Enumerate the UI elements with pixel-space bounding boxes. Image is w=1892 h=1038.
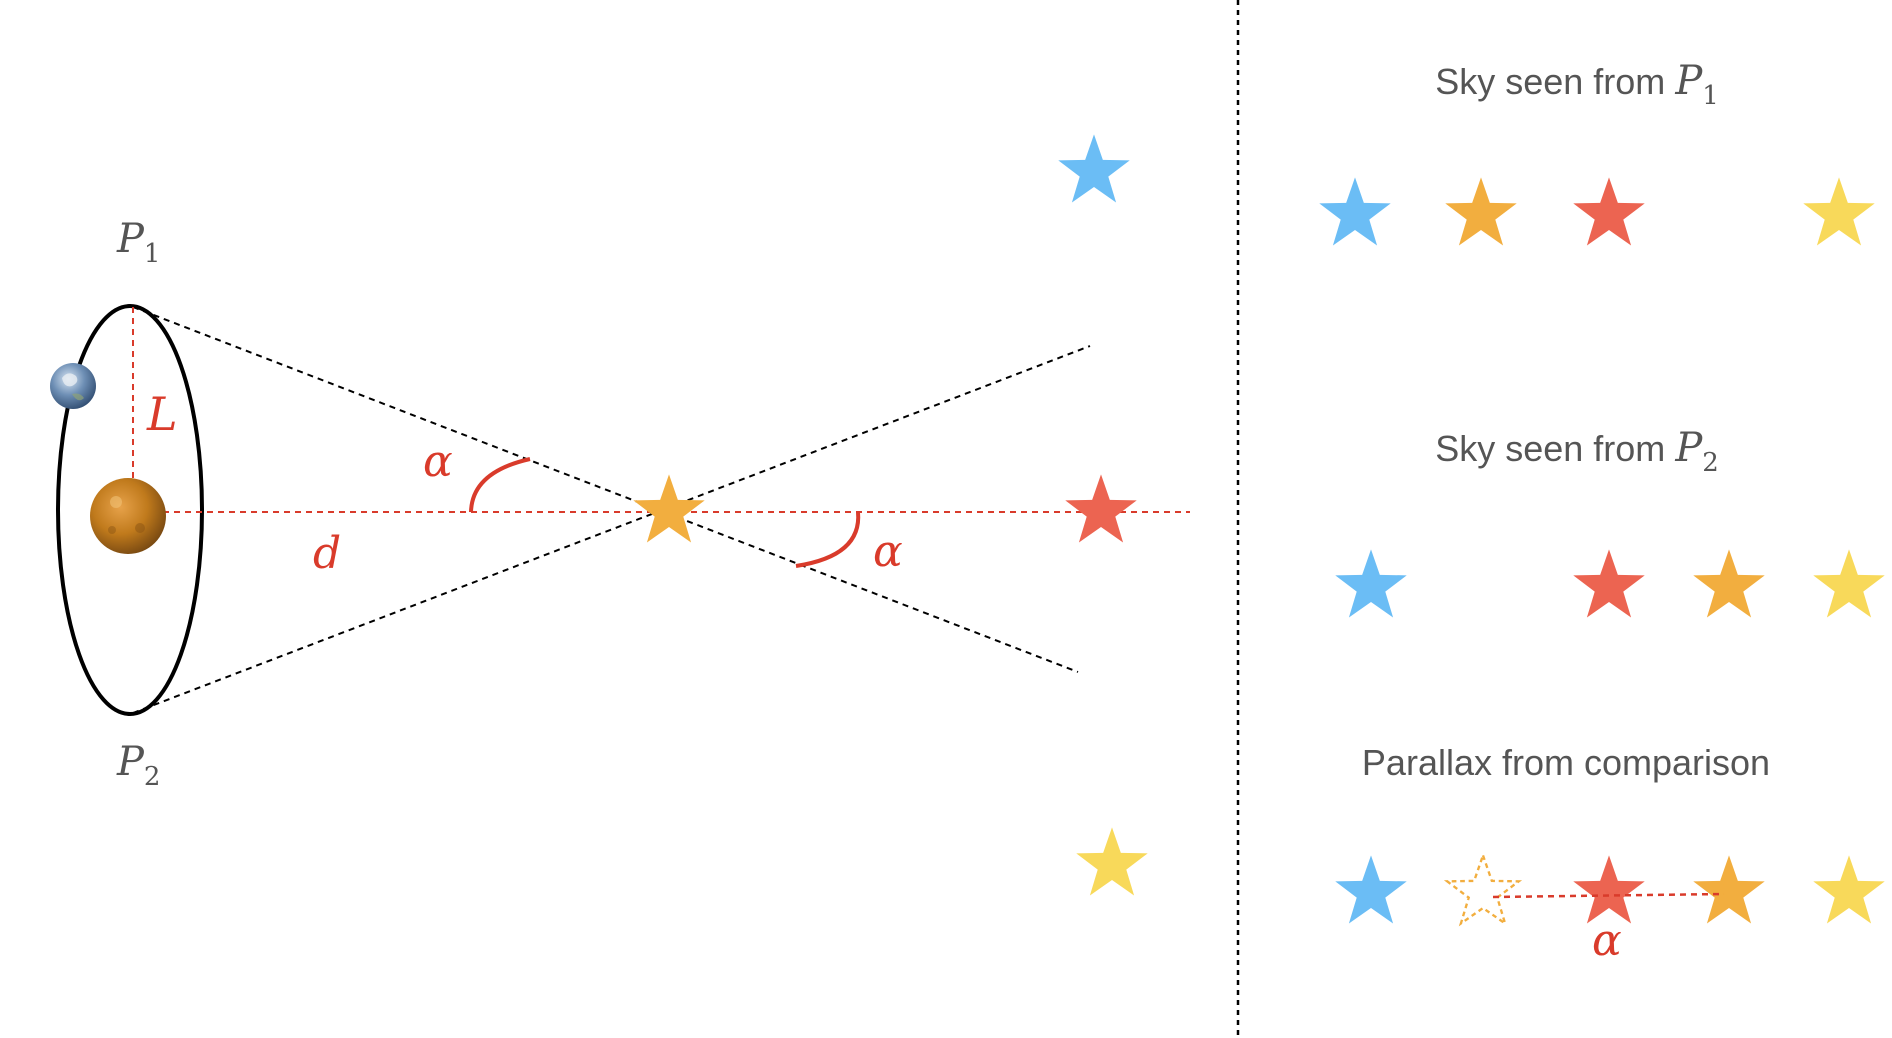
sun-icon	[90, 478, 166, 554]
earth-icon	[50, 363, 96, 409]
sky-p1-blue-star-icon	[1319, 177, 1391, 246]
left-panel: P1 P2 L d α α	[50, 134, 1190, 896]
alpha-arc-far	[795, 511, 861, 568]
comparison-alpha-label: α	[1592, 915, 1622, 966]
label-L: L	[146, 387, 178, 441]
near-star-icon	[633, 474, 705, 543]
sightline-p1	[132, 306, 1079, 673]
label-alpha-near: α	[423, 436, 453, 487]
sky-p1-yellow-star-icon	[1803, 177, 1875, 246]
comparison-shift-line	[1492, 892, 1725, 899]
sky-p1-orange-star-icon	[1445, 177, 1517, 246]
sky-p2-orange-star-icon	[1693, 549, 1765, 618]
comparison-red-star-icon	[1573, 855, 1645, 924]
comparison-yellow-star-icon	[1813, 855, 1885, 924]
yellow-star-icon	[1076, 827, 1148, 896]
blue-star-icon	[1058, 134, 1130, 203]
label-alpha-far: α	[873, 526, 903, 577]
label-p2: P2	[116, 739, 160, 792]
comparison-orange-outline-star-icon	[1446, 854, 1520, 925]
comparison-blue-star-icon	[1335, 855, 1407, 924]
alpha-arc-near	[469, 457, 531, 513]
comparison-title: Parallax from comparison	[1362, 742, 1770, 783]
sightline-p2	[132, 345, 1091, 714]
comparison-orange-star-icon	[1693, 855, 1765, 924]
sky-p2-yellow-star-icon	[1813, 549, 1885, 618]
earth-orbit	[56, 304, 204, 716]
label-d: d	[313, 528, 341, 579]
label-p1: P1	[116, 216, 160, 269]
red-star-icon	[1065, 474, 1137, 543]
sky-p2-blue-star-icon	[1335, 549, 1407, 618]
comparison-group: Parallax from comparison α	[1335, 742, 1885, 966]
sky-p2-red-star-icon	[1573, 549, 1645, 618]
sky-p1-red-star-icon	[1573, 177, 1645, 246]
